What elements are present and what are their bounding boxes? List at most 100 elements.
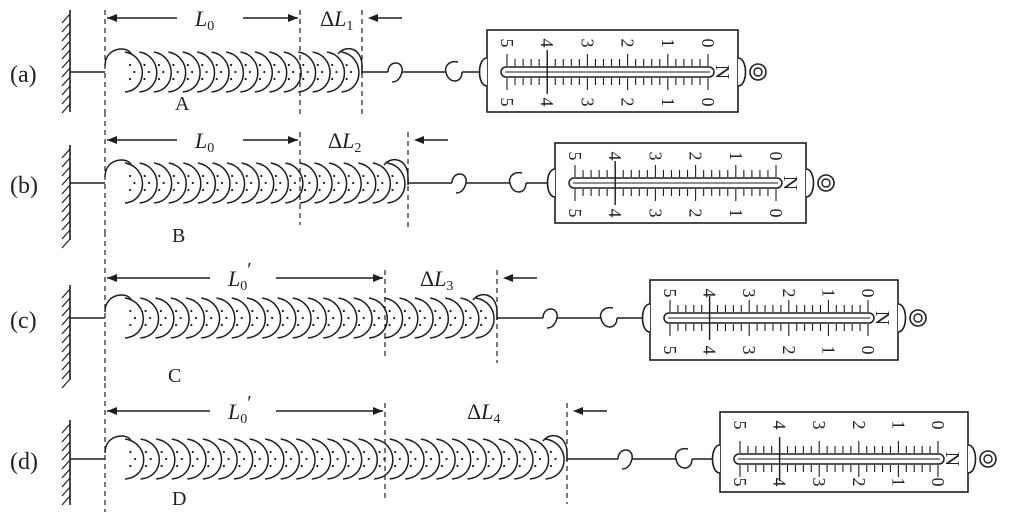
- coil-dot: [316, 77, 319, 81]
- coil-dot: [149, 316, 152, 320]
- coil-dot: [144, 323, 147, 327]
- coil-dot: [179, 316, 182, 320]
- scale-label-bottom: 5: [660, 346, 680, 355]
- scale-unit-label: N: [779, 176, 801, 190]
- coil-dot: [345, 63, 348, 67]
- coil-dot: [128, 63, 132, 67]
- coil-dot: [373, 309, 376, 313]
- scale-ring-inner: [821, 178, 831, 188]
- scale-unit-label: N: [941, 452, 963, 466]
- coil-dot: [231, 188, 234, 192]
- coil-dot: [172, 174, 175, 178]
- coil-dot: [133, 70, 136, 74]
- arrowhead-icon: [288, 136, 298, 144]
- spring-coil: [341, 51, 360, 93]
- coil-dot: [219, 70, 223, 74]
- extension-delta: Δ: [328, 128, 342, 153]
- coil-dot: [349, 70, 353, 74]
- wall-hatch: [61, 333, 71, 344]
- coil-dot: [222, 464, 225, 468]
- coil-dot: [302, 77, 305, 81]
- wall-hatch: [61, 13, 71, 24]
- row-label: (d): [10, 449, 38, 475]
- coil-dot: [144, 309, 147, 313]
- coil-dot: [440, 464, 443, 468]
- coil-dot: [260, 174, 263, 178]
- coil-dot: [211, 457, 215, 461]
- scale-label-top: 1: [658, 39, 678, 48]
- coil-dot: [469, 316, 472, 320]
- coil-dot: [191, 464, 194, 468]
- wall-hatch: [61, 351, 71, 362]
- natural-length-prime: ′: [247, 392, 251, 414]
- wall-icon: [61, 145, 71, 249]
- coil-dot: [352, 457, 355, 461]
- extension-L: L: [480, 399, 493, 424]
- spring-coil: [514, 438, 534, 480]
- coil-dot: [160, 450, 163, 454]
- spring-coil: [270, 162, 290, 204]
- coil-dot: [373, 323, 376, 327]
- wall-hatch: [61, 342, 71, 353]
- coil-dot: [210, 316, 213, 320]
- arrowhead-icon: [107, 136, 117, 144]
- coil-dot: [383, 457, 386, 461]
- coil-dot: [230, 77, 233, 81]
- spring-coil: [296, 438, 316, 480]
- coil-dot: [129, 188, 132, 192]
- coil-dot: [176, 464, 179, 468]
- spring-coil: [358, 162, 377, 204]
- wall-hatch: [61, 103, 71, 114]
- coil-dot: [438, 316, 442, 320]
- hook-icon: [387, 62, 403, 83]
- coil-dot: [538, 457, 542, 461]
- wall-hatch: [61, 450, 71, 461]
- spring-D: [104, 434, 568, 480]
- coil-dot: [327, 309, 330, 313]
- spring-coil: [299, 162, 319, 204]
- spring-coil: [139, 162, 158, 204]
- coil-dot: [263, 70, 266, 74]
- wall-hatch: [61, 288, 71, 299]
- coil-dot: [366, 181, 369, 185]
- coil-dot: [301, 316, 304, 320]
- scale-label-bottom: 2: [686, 209, 706, 218]
- coil-dot: [176, 70, 179, 74]
- spring-coil: [185, 297, 206, 339]
- scale-label-bottom: 3: [645, 209, 665, 218]
- coil-dot: [157, 63, 161, 67]
- coil-dot: [238, 450, 241, 454]
- coil-dot: [456, 464, 459, 468]
- coil-dot: [201, 77, 204, 81]
- coil-dot: [260, 188, 263, 192]
- coil-dot: [287, 63, 290, 67]
- scale-label-top: 0: [858, 289, 878, 298]
- spring-lead: [104, 435, 132, 454]
- coil-dot: [251, 323, 254, 327]
- spring-coil: [262, 297, 282, 339]
- coil-dot: [398, 457, 401, 461]
- coil-dot: [322, 181, 326, 185]
- coil-dot: [134, 457, 137, 461]
- spring-tail: [383, 158, 409, 178]
- spring-name-label: D: [172, 488, 186, 510]
- scale-label-bottom: 4: [770, 478, 790, 487]
- coil-dot: [403, 323, 406, 327]
- arrowhead-icon: [107, 407, 117, 415]
- coil-dot: [186, 63, 189, 67]
- coil-dot: [414, 457, 417, 461]
- coil-dot: [393, 316, 396, 320]
- coil-dot: [418, 309, 422, 313]
- coil-dot: [391, 174, 394, 178]
- coil-dot: [357, 323, 361, 327]
- coil-dot: [305, 457, 308, 461]
- coil-dot: [320, 70, 324, 74]
- natural-length-subscript: 0: [240, 279, 247, 294]
- coil-dot: [245, 174, 248, 178]
- coil-dot: [216, 188, 219, 192]
- hook-icon: [451, 173, 467, 194]
- coil-dot: [318, 174, 321, 178]
- spring-coil: [139, 51, 158, 93]
- coil-dot: [235, 181, 238, 185]
- wall-icon: [61, 10, 71, 114]
